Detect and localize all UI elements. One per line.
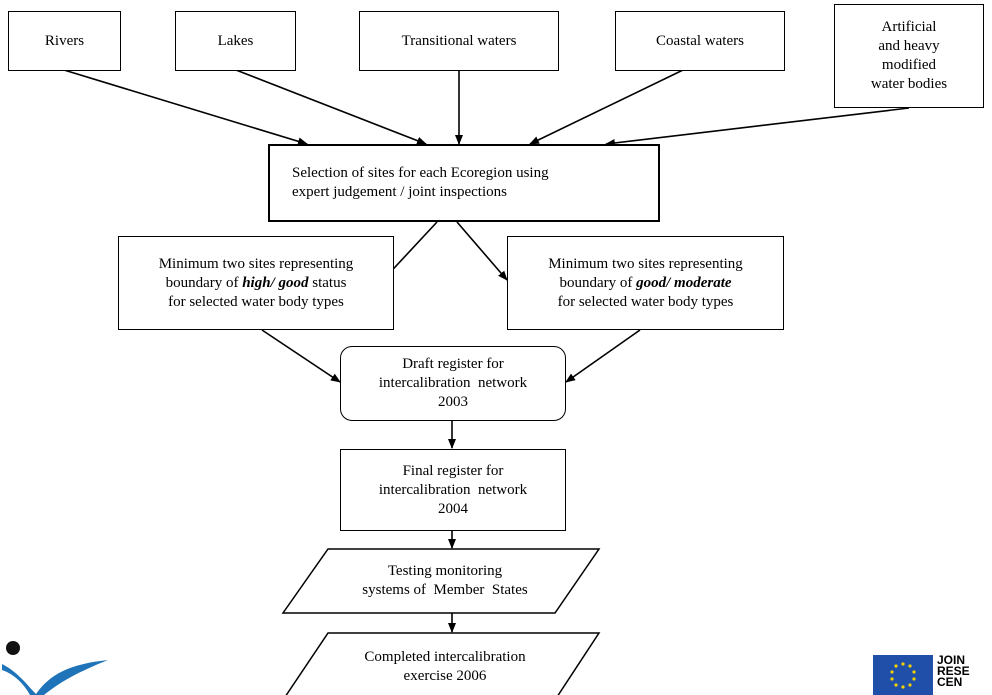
final-register-box: Final register for intercalibration netw… xyxy=(340,449,566,531)
good-moderate-line-1: Minimum two sites representing xyxy=(548,255,743,272)
transitional-label: Transitional waters xyxy=(401,32,517,49)
artificial-line-3: modified xyxy=(881,57,937,73)
selection-line-1: Selection of sites for each Ecoregion us… xyxy=(292,165,549,181)
completed-line-1: Completed intercalibration xyxy=(364,649,526,665)
testing-line-1: Testing monitoring xyxy=(387,563,503,579)
jrc-line-2: RESE xyxy=(937,664,970,678)
lakes-label: Lakes xyxy=(217,32,254,49)
high-good-line-1: Minimum two sites representing xyxy=(158,255,354,272)
arrow-rivers-to-selection xyxy=(63,69,308,146)
testing-line-2: systems of Member States xyxy=(362,582,528,598)
draft-line-3: 2003 xyxy=(438,394,468,410)
testing-text: Testing monitoring systems of Member Sta… xyxy=(300,562,590,600)
transitional-box: Transitional waters xyxy=(359,11,559,71)
draft-line-1: Draft register for xyxy=(402,356,504,372)
completed-shape xyxy=(285,632,601,695)
final-line-3: 2004 xyxy=(438,500,468,517)
draft-register-box: Draft register for intercalibration netw… xyxy=(340,346,566,421)
good-moderate-box: Minimum two sites representing boundary … xyxy=(507,236,784,330)
arrow-artificial-to-selection xyxy=(605,107,910,147)
good-moderate-line-3: for selected water body types xyxy=(557,293,734,310)
high-good-line-2-post: status xyxy=(308,274,347,291)
jrc-line-3: CEN xyxy=(937,675,963,689)
high-good-line-3: for selected water body types xyxy=(168,293,344,310)
final-line-1: Final register for xyxy=(402,462,504,479)
jrc-wordmark: JOIN RESE CEN xyxy=(937,653,970,689)
good-moderate-line-2: boundary of good/ moderate xyxy=(548,274,743,293)
testing-shape xyxy=(281,548,601,614)
coastal-box: Coastal waters xyxy=(615,11,785,71)
arrow-lakes-to-selection xyxy=(235,69,427,145)
final-line-2: intercalibration network xyxy=(378,481,528,498)
selection-box: Selection of sites for each Ecoregion us… xyxy=(268,144,660,222)
coastal-label: Coastal waters xyxy=(656,32,744,49)
high-good-line-2: boundary of high/ good status xyxy=(159,274,354,293)
good-moderate-line-2-pre: boundary of xyxy=(559,274,637,291)
arrow-coastal-to-selection xyxy=(529,69,684,145)
rivers-box: Rivers xyxy=(8,11,121,71)
high-good-line-2-pre: boundary of xyxy=(165,274,243,291)
artificial-line-4: water bodies xyxy=(870,76,948,92)
high-good-box: Minimum two sites representing boundary … xyxy=(118,236,394,330)
high-good-emphasis: high/ good xyxy=(242,274,309,291)
arrow-good-moderate-to-draft xyxy=(565,329,641,383)
artificial-line-2: and heavy xyxy=(878,38,940,54)
lakes-box: Lakes xyxy=(175,11,296,71)
artificial-line-1: Artificial xyxy=(881,19,937,35)
completed-text: Completed intercalibration exercise 2006 xyxy=(300,648,590,686)
rivers-label: Rivers xyxy=(44,32,85,49)
jrc-line-1: JOIN xyxy=(937,653,966,667)
draft-line-2: intercalibration network xyxy=(378,375,528,391)
arrow-high-good-to-draft xyxy=(261,329,341,383)
completed-line-2: exercise 2006 xyxy=(403,668,487,684)
organization-logo xyxy=(2,641,108,695)
good-moderate-emphasis: good/ moderate xyxy=(636,274,732,291)
artificial-box: Artificial and heavy modified water bodi… xyxy=(834,4,984,108)
selection-line-2: expert judgement / joint inspections xyxy=(292,184,507,200)
eu-flag-icon xyxy=(873,655,933,695)
arrow-selection-to-good-moderate xyxy=(456,221,508,281)
